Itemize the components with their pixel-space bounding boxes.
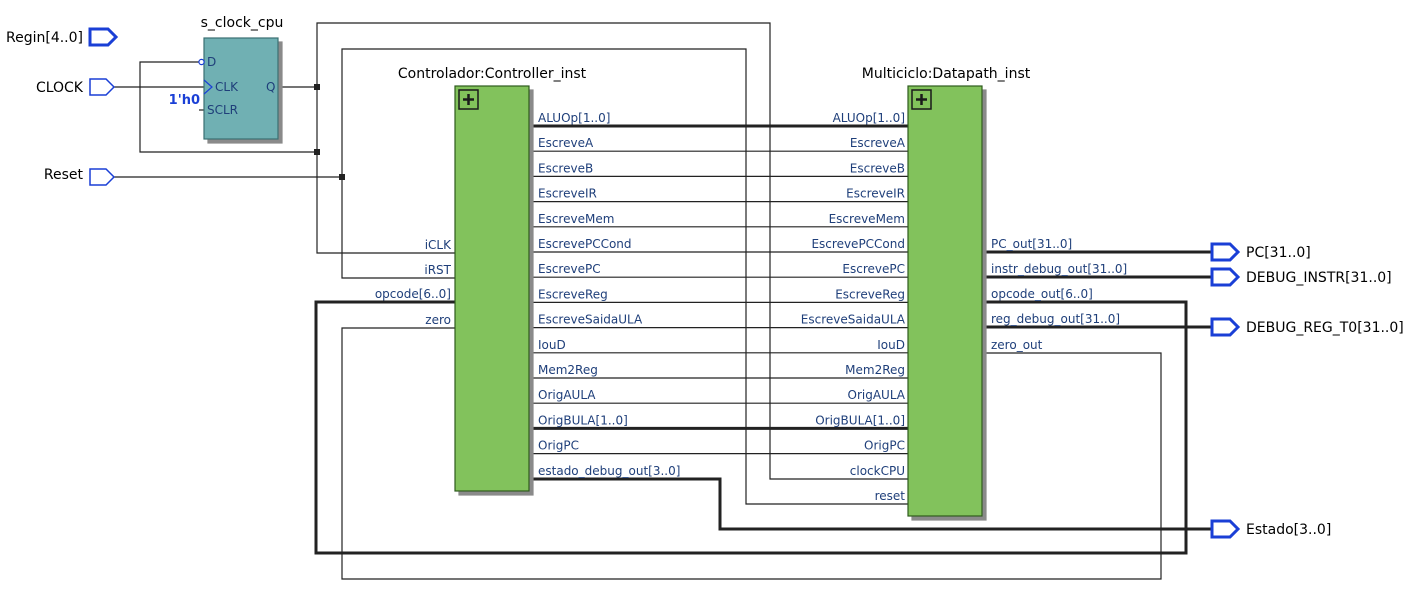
datapath-port-escrevea: EscreveA [850, 136, 906, 150]
controller-port-irst: iRST [424, 263, 451, 277]
datapath-port-escrevepccond: EscrevePCCond [811, 237, 905, 251]
datapath-port-opcode-out: opcode_out[6..0] [991, 287, 1093, 301]
pin-label: CLOCK [36, 80, 84, 96]
junction-dot [314, 84, 320, 90]
wire-q-to-iclk [282, 86, 465, 254]
pin-label: PC[31..0] [1246, 245, 1311, 261]
wires-layer [114, 22, 1212, 580]
wire-reset-to-datapath [341, 48, 910, 505]
pin-label: Reset [44, 167, 84, 183]
datapath-port-reset: reset [875, 489, 906, 503]
invert-bubble-icon [198, 58, 205, 66]
controller-port-escrevepccond: EscrevePCCond [538, 237, 632, 251]
controller-port-origbula: OrigBULA[1..0] [538, 413, 628, 427]
datapath-port-pc-out: PC_out[31..0] [991, 237, 1072, 251]
datapath-port-escrevepc: EscrevePC [842, 262, 905, 276]
controller-port-iclk: iCLK [425, 238, 452, 252]
datapath-port-zero-out: zero_out [991, 338, 1043, 352]
pin-label: Regin[4..0] [6, 30, 83, 46]
controller-port-escreveir: EscreveIR [538, 187, 597, 201]
expand-icon[interactable] [911, 89, 932, 110]
controller-ports: iCLK iRST opcode[6..0] zero ALUOp[1..0] Escre… [375, 111, 681, 478]
wire-q-feedback [139, 61, 317, 153]
datapath-port-origaula: OrigAULA [848, 388, 906, 402]
controller-port-opcode: opcode[6..0] [375, 287, 451, 301]
controller-port-escrevepc: EscrevePC [538, 262, 601, 276]
datapath-port-origpc: OrigPC [864, 439, 905, 453]
datapath-port-aluop: ALUOp[1..0] [833, 111, 905, 125]
junction-dot [314, 149, 320, 155]
datapath-port-escreveb: EscreveB [850, 161, 905, 175]
input-pin-clock[interactable]: CLOCK [36, 78, 116, 96]
wire-reset-to-irst [114, 176, 465, 279]
datapath-port-escrevemem: EscreveMem [829, 212, 905, 226]
input-pin-reset[interactable]: Reset [44, 167, 116, 186]
controller-port-origaula: OrigAULA [538, 388, 596, 402]
wire-opcode-loop [314, 300, 1188, 555]
output-pin-debug-reg[interactable]: DEBUG_REG_T0[31..0] [1210, 317, 1404, 337]
block-title: Controlador:Controller_inst [398, 66, 587, 82]
datapath-block[interactable]: Multiciclo:Datapath_inst ALUOp[1..0] Escr… [801, 66, 1127, 517]
datapath-port-instr-debug-out: instr_debug_out[31..0] [991, 262, 1127, 276]
controller-port-escrevemem: EscreveMem [538, 212, 614, 226]
expand-icon[interactable] [458, 89, 479, 110]
datapath-port-origbula: OrigBULA[1..0] [815, 413, 905, 427]
datapath-port-escrevesaidaula: EscreveSaidaULA [801, 313, 906, 327]
block-title: Multiciclo:Datapath_inst [862, 66, 1031, 82]
output-pin-pc[interactable]: PC[31..0] [1210, 242, 1311, 262]
controller-port-aluop: ALUOp[1..0] [538, 111, 610, 125]
controller-port-escrevea: EscreveA [538, 136, 594, 150]
junction-dot [339, 174, 345, 180]
controller-body [454, 85, 530, 492]
ff-port-clk: CLK [215, 80, 239, 94]
datapath-ports: ALUOp[1..0] EscreveA EscreveB EscreveIR Escr… [801, 111, 1127, 503]
wire-estado [522, 477, 1212, 531]
ff-port-sclr: SCLR [207, 103, 238, 117]
clock-flipflop[interactable]: s_clock_cpu D CLK SCLR Q 1'h0 [169, 15, 284, 140]
controller-port-mem2reg: Mem2Reg [538, 363, 598, 377]
ff-const-value: 1'h0 [169, 93, 200, 108]
ff-port-d: D [207, 55, 216, 69]
datapath-port-ioud: IouD [877, 338, 905, 352]
pin-label: Estado[3..0] [1246, 522, 1331, 538]
controller-port-escreveb: EscreveB [538, 161, 593, 175]
controller-port-origpc: OrigPC [538, 439, 579, 453]
ff-port-q: Q [266, 80, 275, 94]
wire-zero-loop [341, 327, 1162, 580]
flipflop-body [203, 37, 279, 140]
controller-port-escrevereg: EscreveReg [538, 287, 608, 301]
control-signal-wires [455, 124, 921, 481]
datapath-port-reg-debug-out: reg_debug_out[31..0] [991, 312, 1120, 326]
datapath-port-escrevereg: EscreveReg [835, 287, 905, 301]
pin-label: DEBUG_INSTR[31..0] [1246, 270, 1392, 286]
output-pin-debug-instr[interactable]: DEBUG_INSTR[31..0] [1210, 267, 1392, 287]
clock-edge-icon [203, 79, 213, 95]
controller-port-zero: zero [425, 313, 451, 327]
controller-port-escrevesaidaula: EscreveSaidaULA [538, 313, 643, 327]
controller-port-ioud: IouD [538, 338, 566, 352]
output-pin-estado[interactable]: Estado[3..0] [1210, 519, 1331, 539]
pin-label: DEBUG_REG_T0[31..0] [1246, 320, 1404, 336]
datapath-port-clockcpu: clockCPU [850, 464, 905, 478]
datapath-port-mem2reg: Mem2Reg [845, 363, 905, 377]
datapath-port-escreveir: EscreveIR [846, 187, 905, 201]
controller-port-estado-debug-out: estado_debug_out[3..0] [538, 464, 680, 478]
input-pin-regin[interactable]: Regin[4..0] [6, 27, 119, 47]
wire-clockcpu [316, 22, 910, 480]
controller-block[interactable]: Controlador:Controller_inst iCLK iRST opco… [375, 66, 681, 492]
datapath-body [907, 85, 983, 517]
block-title: s_clock_cpu [201, 15, 284, 31]
